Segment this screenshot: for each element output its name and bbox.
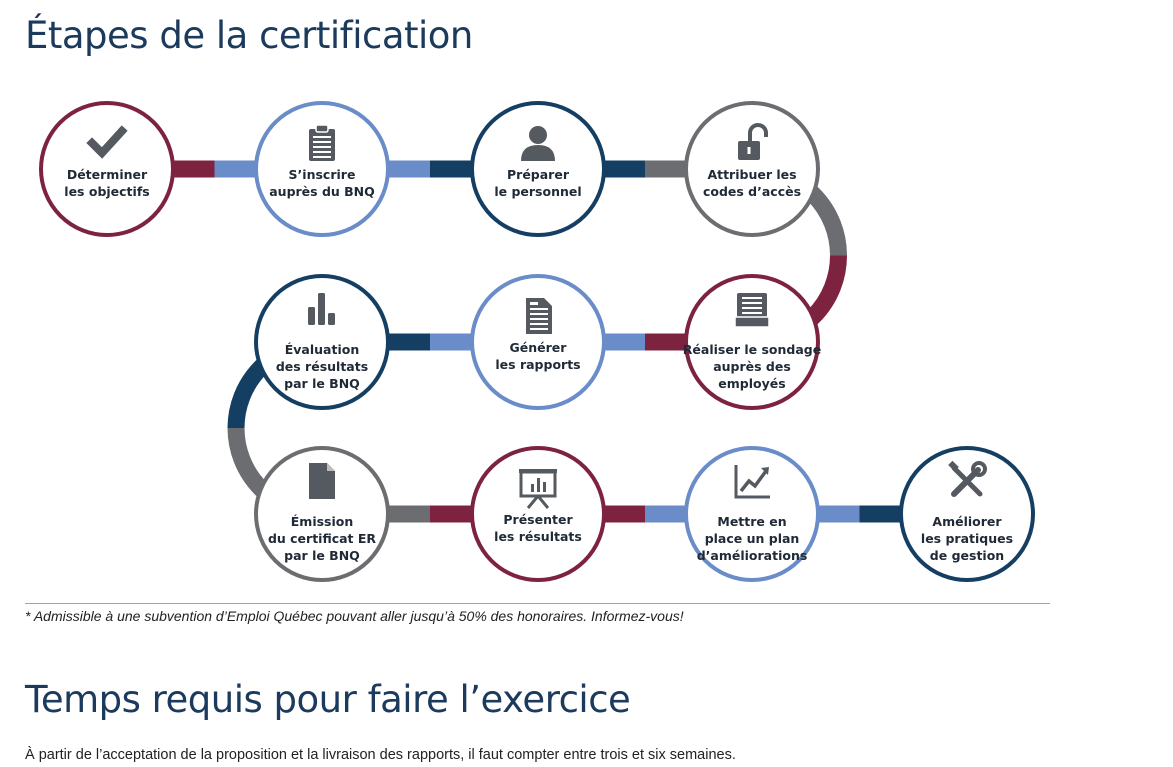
step-7-label-line-2: des résultats <box>276 359 368 374</box>
presentation-board-icon <box>519 469 557 509</box>
step-9-label-line-1: Présenter <box>503 512 573 527</box>
step-11-label-line-3: de gestion <box>930 548 1004 563</box>
footnote: * Admissible à une subvention d’Emploi Q… <box>25 608 684 624</box>
step-6-circle <box>470 274 606 410</box>
step-3-label-line-2: le personnel <box>494 184 581 199</box>
page-title: Étapes de la certification <box>25 14 473 57</box>
report-document-icon <box>526 298 552 334</box>
person-icon <box>521 126 555 161</box>
section-text-time-required: À partir de l’acceptation de la proposit… <box>25 747 736 763</box>
step-8-circle <box>254 446 390 582</box>
step-6: Générer les rapports <box>470 274 606 410</box>
step-1-circle <box>39 101 175 237</box>
step-9-label-line-2: les résultats <box>494 529 582 544</box>
step-1-label-line-2: les objectifs <box>64 184 149 199</box>
step-11-label-line-1: Améliorer <box>932 514 1002 529</box>
footnote-divider <box>25 603 1050 604</box>
step-2-label-line-2: auprès du BNQ <box>269 184 375 199</box>
step-11-circle <box>899 446 1035 582</box>
step-3: Préparer le personnel <box>470 101 606 237</box>
section-title-time-required: Temps requis pour faire l’exercice <box>25 678 631 721</box>
step-6-label-line-1: Générer <box>510 340 568 355</box>
step-4-circle <box>684 101 820 237</box>
step-1-label-line-1: Déterminer <box>67 167 148 182</box>
certification-steps-diagram: Déterminer les objectifs S’inscrire auprès … <box>39 101 1035 582</box>
step-4-label-line-1: Attribuer les <box>707 167 796 182</box>
step-2-circle <box>254 101 390 237</box>
step-8: Émission du certificat ER par le BNQ <box>254 446 390 582</box>
step-5-label-line-2: auprès des <box>713 359 791 374</box>
rising-line-chart-icon <box>734 465 770 499</box>
check-icon <box>86 125 128 159</box>
bar-chart-icon <box>308 293 335 325</box>
step-3-circle <box>470 101 606 237</box>
step-8-label-line-2: du certificat ER <box>268 531 376 546</box>
step-7: Évaluation des résultats par le BNQ <box>254 274 390 410</box>
survey-tray-icon <box>734 293 770 328</box>
step-10: Mettre en place un plan d’améliorations <box>684 446 820 582</box>
step-5-circle <box>684 274 820 410</box>
step-4-label-line-2: codes d’accès <box>703 184 801 199</box>
step-7-label-line-3: par le BNQ <box>284 376 360 391</box>
step-9-circle <box>470 446 606 582</box>
step-5: Réaliser le sondage auprès des employés <box>683 274 821 410</box>
step-9: Présenter les résultats <box>470 446 606 582</box>
step-circles: Déterminer les objectifs S’inscrire auprès … <box>39 101 1035 582</box>
step-11: Améliorer les pratiques de gestion <box>899 446 1035 582</box>
step-10-label-line-2: place un plan <box>705 531 800 546</box>
step-5-label-line-3: employés <box>718 376 785 391</box>
step-10-label-line-1: Mettre en <box>717 514 786 529</box>
step-8-label-line-1: Émission <box>291 514 354 529</box>
step-10-circle <box>684 446 820 582</box>
step-6-label-line-2: les rapports <box>495 357 580 372</box>
padlock-icon <box>738 123 768 160</box>
certificate-document-icon <box>309 463 335 499</box>
step-1: Déterminer les objectifs <box>39 101 175 237</box>
step-10-label-line-3: d’améliorations <box>697 548 808 563</box>
step-4: Attribuer les codes d’accès <box>684 101 820 237</box>
step-11-label-line-2: les pratiques <box>921 531 1013 546</box>
step-2: S’inscrire auprès du BNQ <box>254 101 390 237</box>
step-5-label-line-1: Réaliser le sondage <box>683 342 821 357</box>
step-7-label-line-1: Évaluation <box>285 342 360 357</box>
step-7-circle <box>254 274 390 410</box>
tools-icon <box>948 460 987 497</box>
step-8-label-line-3: par le BNQ <box>284 548 360 563</box>
step-2-label-line-1: S’inscrire <box>289 167 356 182</box>
clipboard-icon <box>309 124 335 161</box>
step-3-label-line-1: Préparer <box>507 167 570 182</box>
